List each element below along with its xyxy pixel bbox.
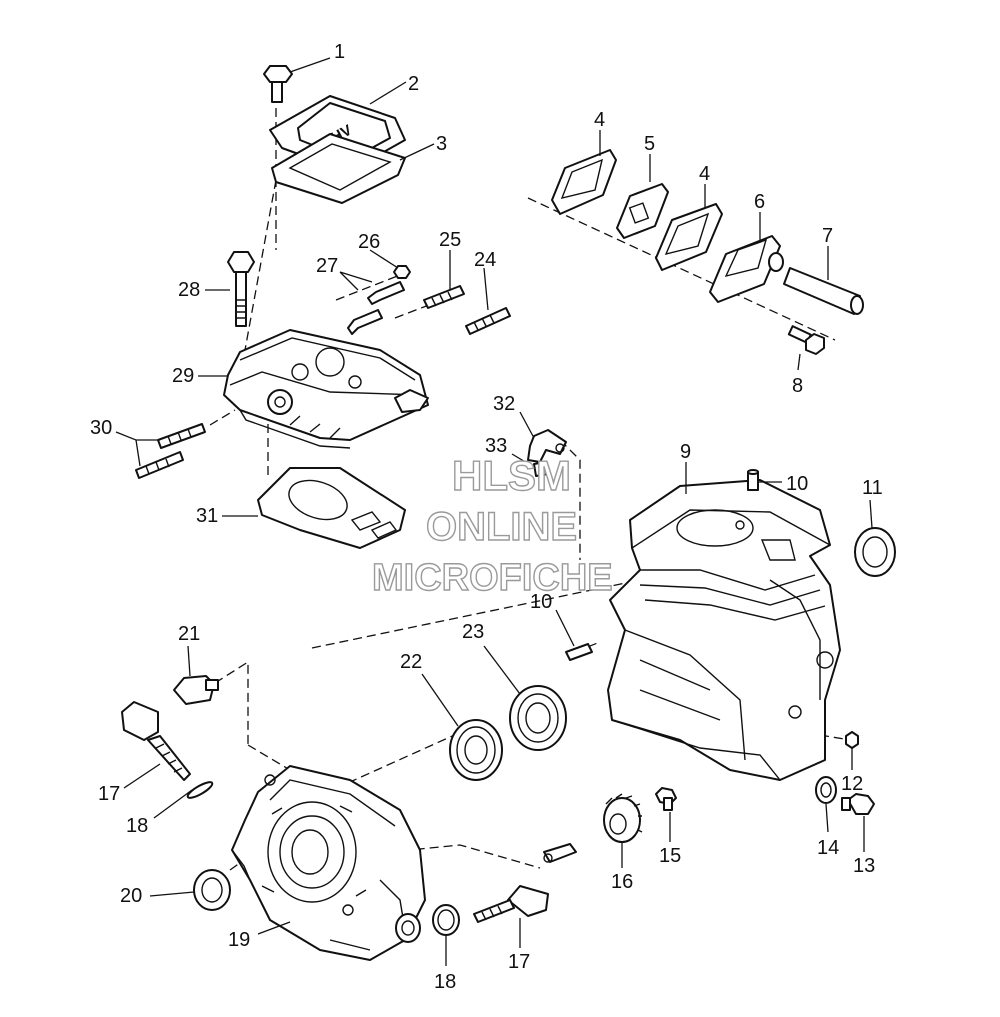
callout-23: 23 [462, 621, 484, 643]
part-11-oil-seal [854, 527, 896, 577]
part-33-fitting [533, 461, 549, 477]
watermark-line-3: MICROFICHE [372, 557, 613, 599]
part-28-head-bolt [227, 251, 255, 327]
leader-lines [115, 57, 873, 966]
part-10-dowel-upper [747, 469, 759, 491]
callout-10: 10 [786, 473, 808, 495]
callout-18: 18 [126, 815, 148, 837]
part-10-dowel-lower [565, 643, 593, 661]
part-16-governor-gear [603, 793, 643, 843]
watermark-line-2: ONLINE [426, 505, 577, 549]
callout-14: 14 [817, 837, 839, 859]
part-3-gasket [271, 133, 406, 204]
part-20-oil-seal [193, 869, 231, 911]
part-18-o-ring-lower [432, 904, 460, 936]
callout-12: 12 [841, 773, 863, 795]
part-23-bearing [509, 685, 567, 751]
part-9-crankcase [607, 479, 841, 781]
part-13-drain-plug [841, 793, 875, 815]
part-12-plug [845, 731, 859, 749]
callout-8: 8 [792, 375, 803, 397]
part-14-washer [815, 776, 837, 804]
part-8-bolt [787, 325, 825, 355]
part-4-gasket-b [655, 203, 723, 271]
part-5-reed-valve [616, 183, 669, 239]
callout-20: 20 [120, 885, 142, 907]
part-24-stud [465, 307, 511, 335]
callout-21: 21 [178, 623, 200, 645]
callout-4b: 4 [699, 163, 710, 185]
part-17-dipstick-lower [473, 885, 549, 923]
watermark-line-1: HLSM [452, 452, 571, 499]
callout-2: 2 [408, 73, 419, 95]
callout-27: 27 [316, 255, 338, 277]
part-31-head-gasket [257, 467, 406, 549]
part-17-dipstick-upper [121, 701, 191, 781]
callout-17b: 17 [508, 951, 530, 973]
callout-30: 30 [90, 417, 112, 439]
callout-3: 3 [436, 133, 447, 155]
callout-1: 1 [334, 41, 345, 63]
callout-17: 17 [98, 783, 120, 805]
callout-10b: 10 [530, 591, 552, 613]
callout-19: 19 [228, 929, 250, 951]
part-25-stud [423, 285, 465, 309]
callout-28: 28 [178, 279, 200, 301]
part-30-studs [135, 423, 206, 479]
callout-6: 6 [754, 191, 765, 213]
callout-15: 15 [659, 845, 681, 867]
callout-9: 9 [680, 441, 691, 463]
part-21-plug [173, 675, 219, 705]
callout-18b: 18 [434, 971, 456, 993]
part-15-bolt [655, 787, 677, 811]
callout-13: 13 [853, 855, 875, 877]
watermark: HLSM ONLINE MICROFICHE [371, 451, 613, 599]
part-18-o-ring-upper [186, 781, 214, 799]
dowel-pin-cover [543, 843, 577, 863]
callout-7: 7 [822, 225, 833, 247]
callout-24: 24 [474, 249, 496, 271]
callout-26: 26 [358, 231, 380, 253]
part-1-bolt [263, 65, 293, 103]
part-7-breather-tube [783, 267, 864, 315]
callout-11: 11 [862, 477, 883, 499]
callout-29: 29 [172, 365, 194, 387]
part-29-cylinder-head [223, 329, 429, 449]
callout-16: 16 [611, 871, 633, 893]
callout-labels: 1 2 3 4 5 4 6 7 8 26 25 27 24 28 29 30 3… [90, 41, 883, 993]
callout-32: 32 [493, 393, 515, 415]
callout-4: 4 [594, 109, 605, 131]
part-27-dowels [347, 281, 405, 335]
callout-5: 5 [644, 133, 655, 155]
callout-25: 25 [439, 229, 461, 251]
part-4-gasket-a [551, 149, 617, 215]
callout-31: 31 [196, 505, 218, 527]
part-26-nut [393, 265, 411, 279]
part-19-crankcase-cover [231, 765, 426, 961]
part-22-bearing [449, 719, 503, 781]
part-6-breather-cover [709, 235, 784, 303]
callout-33: 33 [485, 435, 507, 457]
callout-22: 22 [400, 651, 422, 673]
part-32-elbow-fitting [527, 429, 567, 463]
